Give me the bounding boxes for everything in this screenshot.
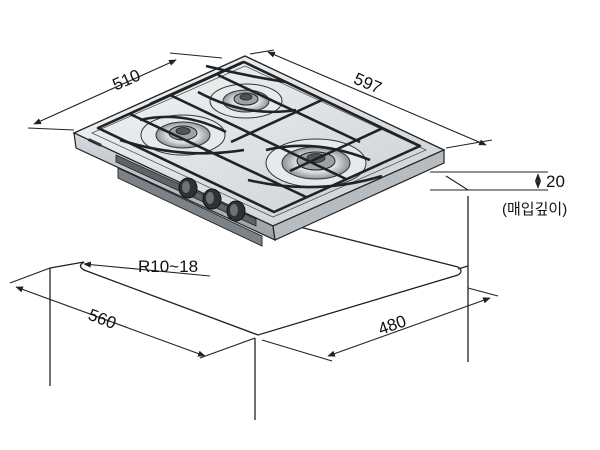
label-corner-radius: R10~18 [138, 257, 199, 276]
dimension-480 [261, 287, 499, 362]
knob-3 [226, 200, 246, 222]
label-thickness: 20 [546, 172, 565, 191]
radius-leader [83, 261, 211, 277]
cooktop-side-face [272, 149, 445, 241]
burner-left [140, 114, 226, 156]
dimension-20 [430, 171, 548, 191]
knob-1 [178, 177, 198, 199]
dimension-597 [249, 49, 493, 149]
knob-2 [202, 188, 222, 210]
dimension-510 [27, 52, 223, 131]
control-knobs [178, 177, 246, 222]
burner-back [209, 83, 283, 119]
dimension-560 [9, 267, 256, 359]
label-thickness-note: (매입깊이) [502, 201, 568, 218]
